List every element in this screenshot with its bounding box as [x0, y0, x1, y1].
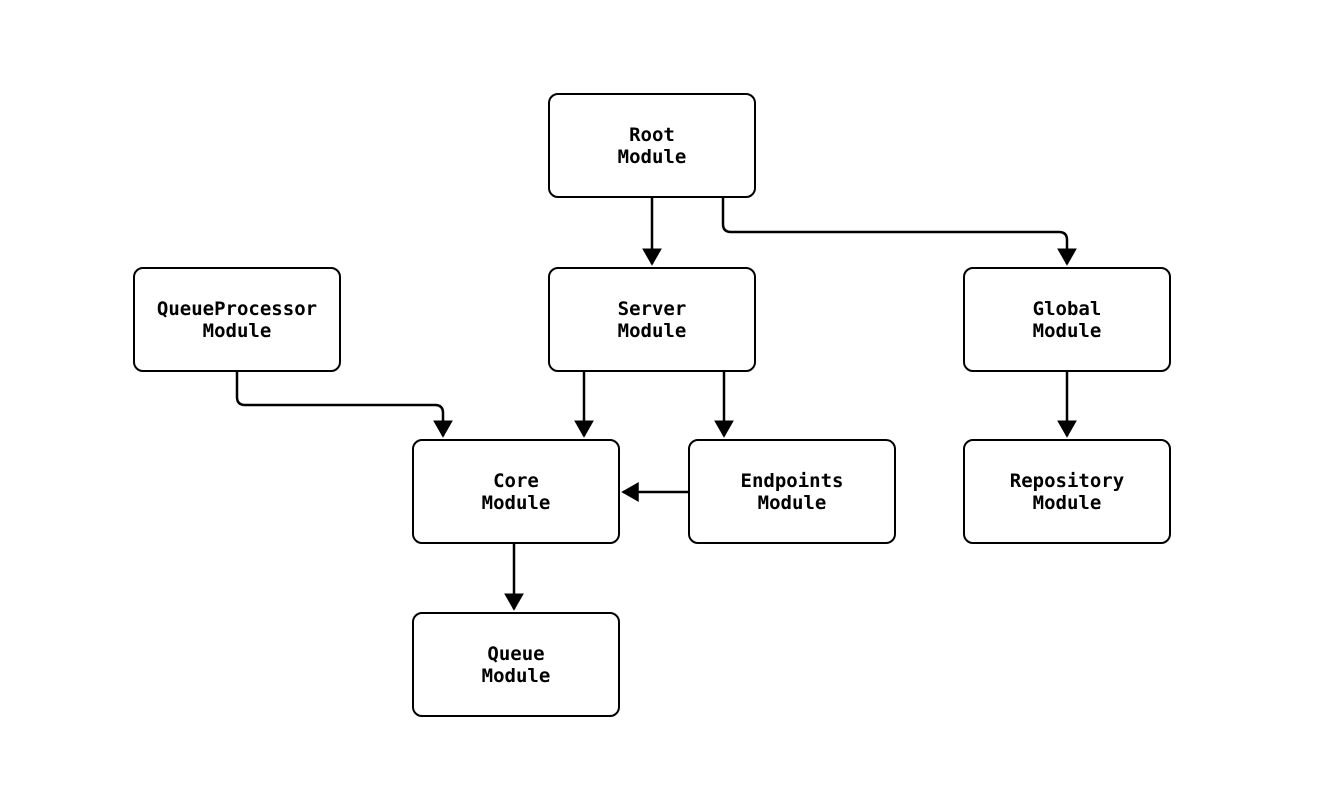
node-label-server-module: Server Module [617, 297, 687, 342]
node-label-repository-module: Repository Module [1009, 469, 1125, 514]
node-repository-module: Repository Module [963, 439, 1171, 544]
node-global-module: Global Module [963, 267, 1171, 372]
node-root-module: Root Module [548, 93, 756, 198]
node-queue-module: Queue Module [412, 612, 620, 717]
node-label-global-module: Global Module [1032, 297, 1102, 342]
node-label-endpoints-module: Endpoints Module [740, 469, 844, 514]
node-label-queue-module: Queue Module [481, 642, 551, 687]
node-queueprocessor-module: QueueProcessor Module [133, 267, 341, 372]
node-label-queueprocessor-module: QueueProcessor Module [156, 297, 318, 342]
node-core-module: Core Module [412, 439, 620, 544]
node-server-module: Server Module [548, 267, 756, 372]
node-endpoints-module: Endpoints Module [688, 439, 896, 544]
node-label-core-module: Core Module [481, 469, 551, 514]
edge-root-module-to-global-module [721, 198, 1077, 266]
node-label-root-module: Root Module [617, 123, 687, 168]
edge-queueprocessor-module-to-core-module [235, 372, 453, 438]
